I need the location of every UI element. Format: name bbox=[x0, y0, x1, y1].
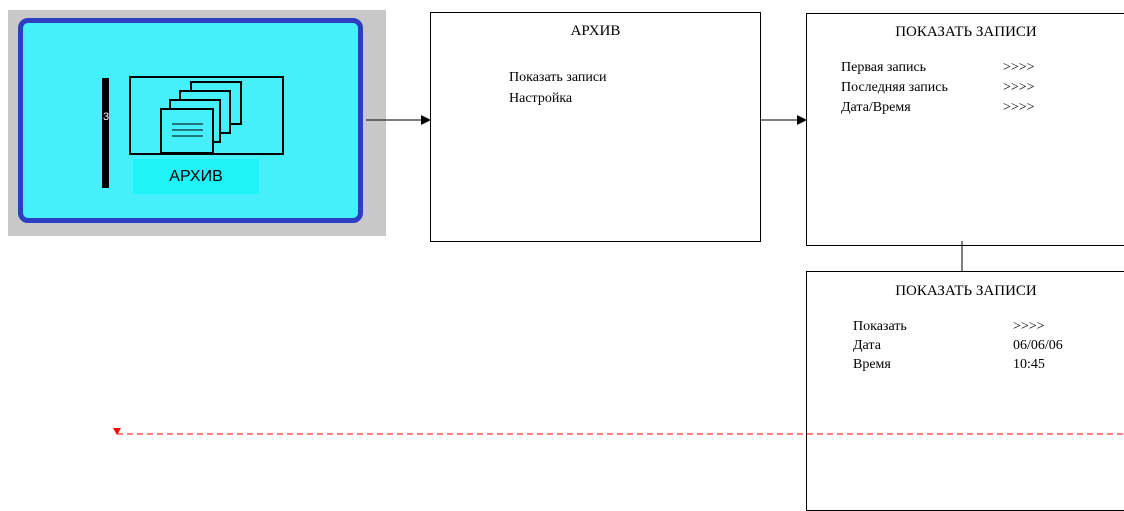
row-datetime-label: Дата/Время bbox=[841, 100, 911, 115]
show-records-box-1: ПОКАЗАТЬ ЗАПИСИ Первая запись >>>> После… bbox=[806, 13, 1124, 246]
show-records-2-title: ПОКАЗАТЬ ЗАПИСИ bbox=[895, 283, 1037, 299]
screen-label-background bbox=[133, 159, 259, 194]
show-records-1-title: ПОКАЗАТЬ ЗАПИСИ bbox=[895, 24, 1037, 40]
screen-scrollbar bbox=[102, 78, 109, 188]
row-time-label: Время bbox=[853, 357, 891, 372]
row-show-label: Показать bbox=[853, 319, 907, 334]
show-records-box-2: ПОКАЗАТЬ ЗАПИСИ Показать >>>> Дата 06/06… bbox=[806, 271, 1124, 511]
row-date-label: Дата bbox=[853, 338, 881, 353]
menu-item-settings: Настройка bbox=[509, 91, 573, 106]
screen-label: АРХИВ bbox=[169, 168, 223, 185]
row-last-record-label: Последняя запись bbox=[841, 80, 948, 95]
menu-item-show-records: Показать записи bbox=[509, 70, 607, 85]
row-date-value: 06/06/06 bbox=[1013, 338, 1063, 353]
screen-number: 3 bbox=[103, 111, 110, 123]
row-time-value: 10:45 bbox=[1013, 357, 1045, 372]
row-first-record-value: >>>> bbox=[1003, 60, 1035, 75]
archive-menu-title: АРХИВ bbox=[570, 23, 621, 39]
row-last-record-value: >>>> bbox=[1003, 80, 1035, 95]
dashed-line-arrowhead bbox=[113, 428, 121, 435]
archive-menu-box: АРХИВ Показать записи Настройка bbox=[430, 12, 761, 242]
row-first-record-label: Первая запись bbox=[841, 60, 927, 75]
row-show-value: >>>> bbox=[1013, 319, 1045, 334]
row-datetime-value: >>>> bbox=[1003, 100, 1035, 115]
